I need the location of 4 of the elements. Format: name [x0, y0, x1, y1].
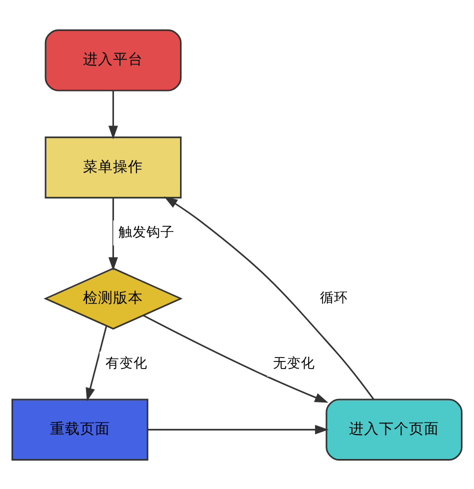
edge-label: 循环 — [320, 290, 348, 306]
edge-label: 触发钩子 — [118, 224, 174, 240]
edge-label: 有变化 — [105, 355, 148, 372]
edge-label: 无变化 — [272, 355, 315, 372]
